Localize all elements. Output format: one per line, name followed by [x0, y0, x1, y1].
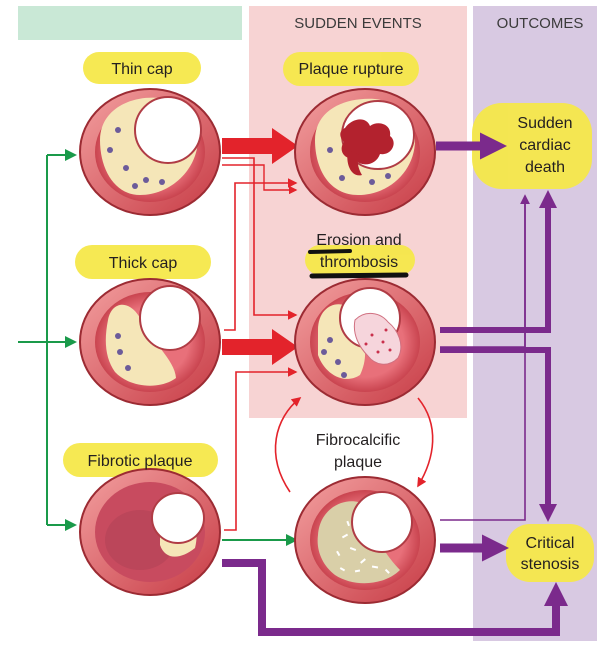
thick-cap-artery — [80, 279, 220, 405]
sudden-cardiac-death-line1: Sudden — [517, 115, 572, 132]
erosion-label-line1: Erosion and — [316, 232, 401, 249]
thin-cap-label: Thin cap — [111, 61, 172, 78]
fibrocalcific-artery — [295, 477, 435, 603]
critical-stenosis-line2: stenosis — [521, 556, 580, 573]
thick-cap-label: Thick cap — [109, 255, 178, 272]
thin-cap-artery — [80, 89, 220, 215]
erosion-artery — [295, 279, 435, 405]
sudden-events-header: SUDDEN EVENTS — [294, 15, 422, 32]
top-bar — [18, 6, 242, 40]
fibrotic-artery — [80, 469, 220, 595]
outcomes-header: OUTCOMES — [497, 15, 584, 32]
plaque-rupture-artery — [295, 89, 435, 215]
erosion-label-line2: thrombosis — [320, 254, 398, 271]
fibrotic-plaque-label: Fibrotic plaque — [88, 453, 193, 470]
fibrocalcific-label-line2: plaque — [334, 454, 382, 471]
critical-stenosis-line1: Critical — [526, 535, 575, 552]
fibrocalcific-label-line1: Fibrocalcific — [316, 432, 400, 449]
plaque-rupture-label: Plaque rupture — [299, 61, 404, 78]
sudden-cardiac-death-line2: cardiac — [519, 137, 571, 154]
sudden-cardiac-death-line3: death — [525, 159, 565, 176]
